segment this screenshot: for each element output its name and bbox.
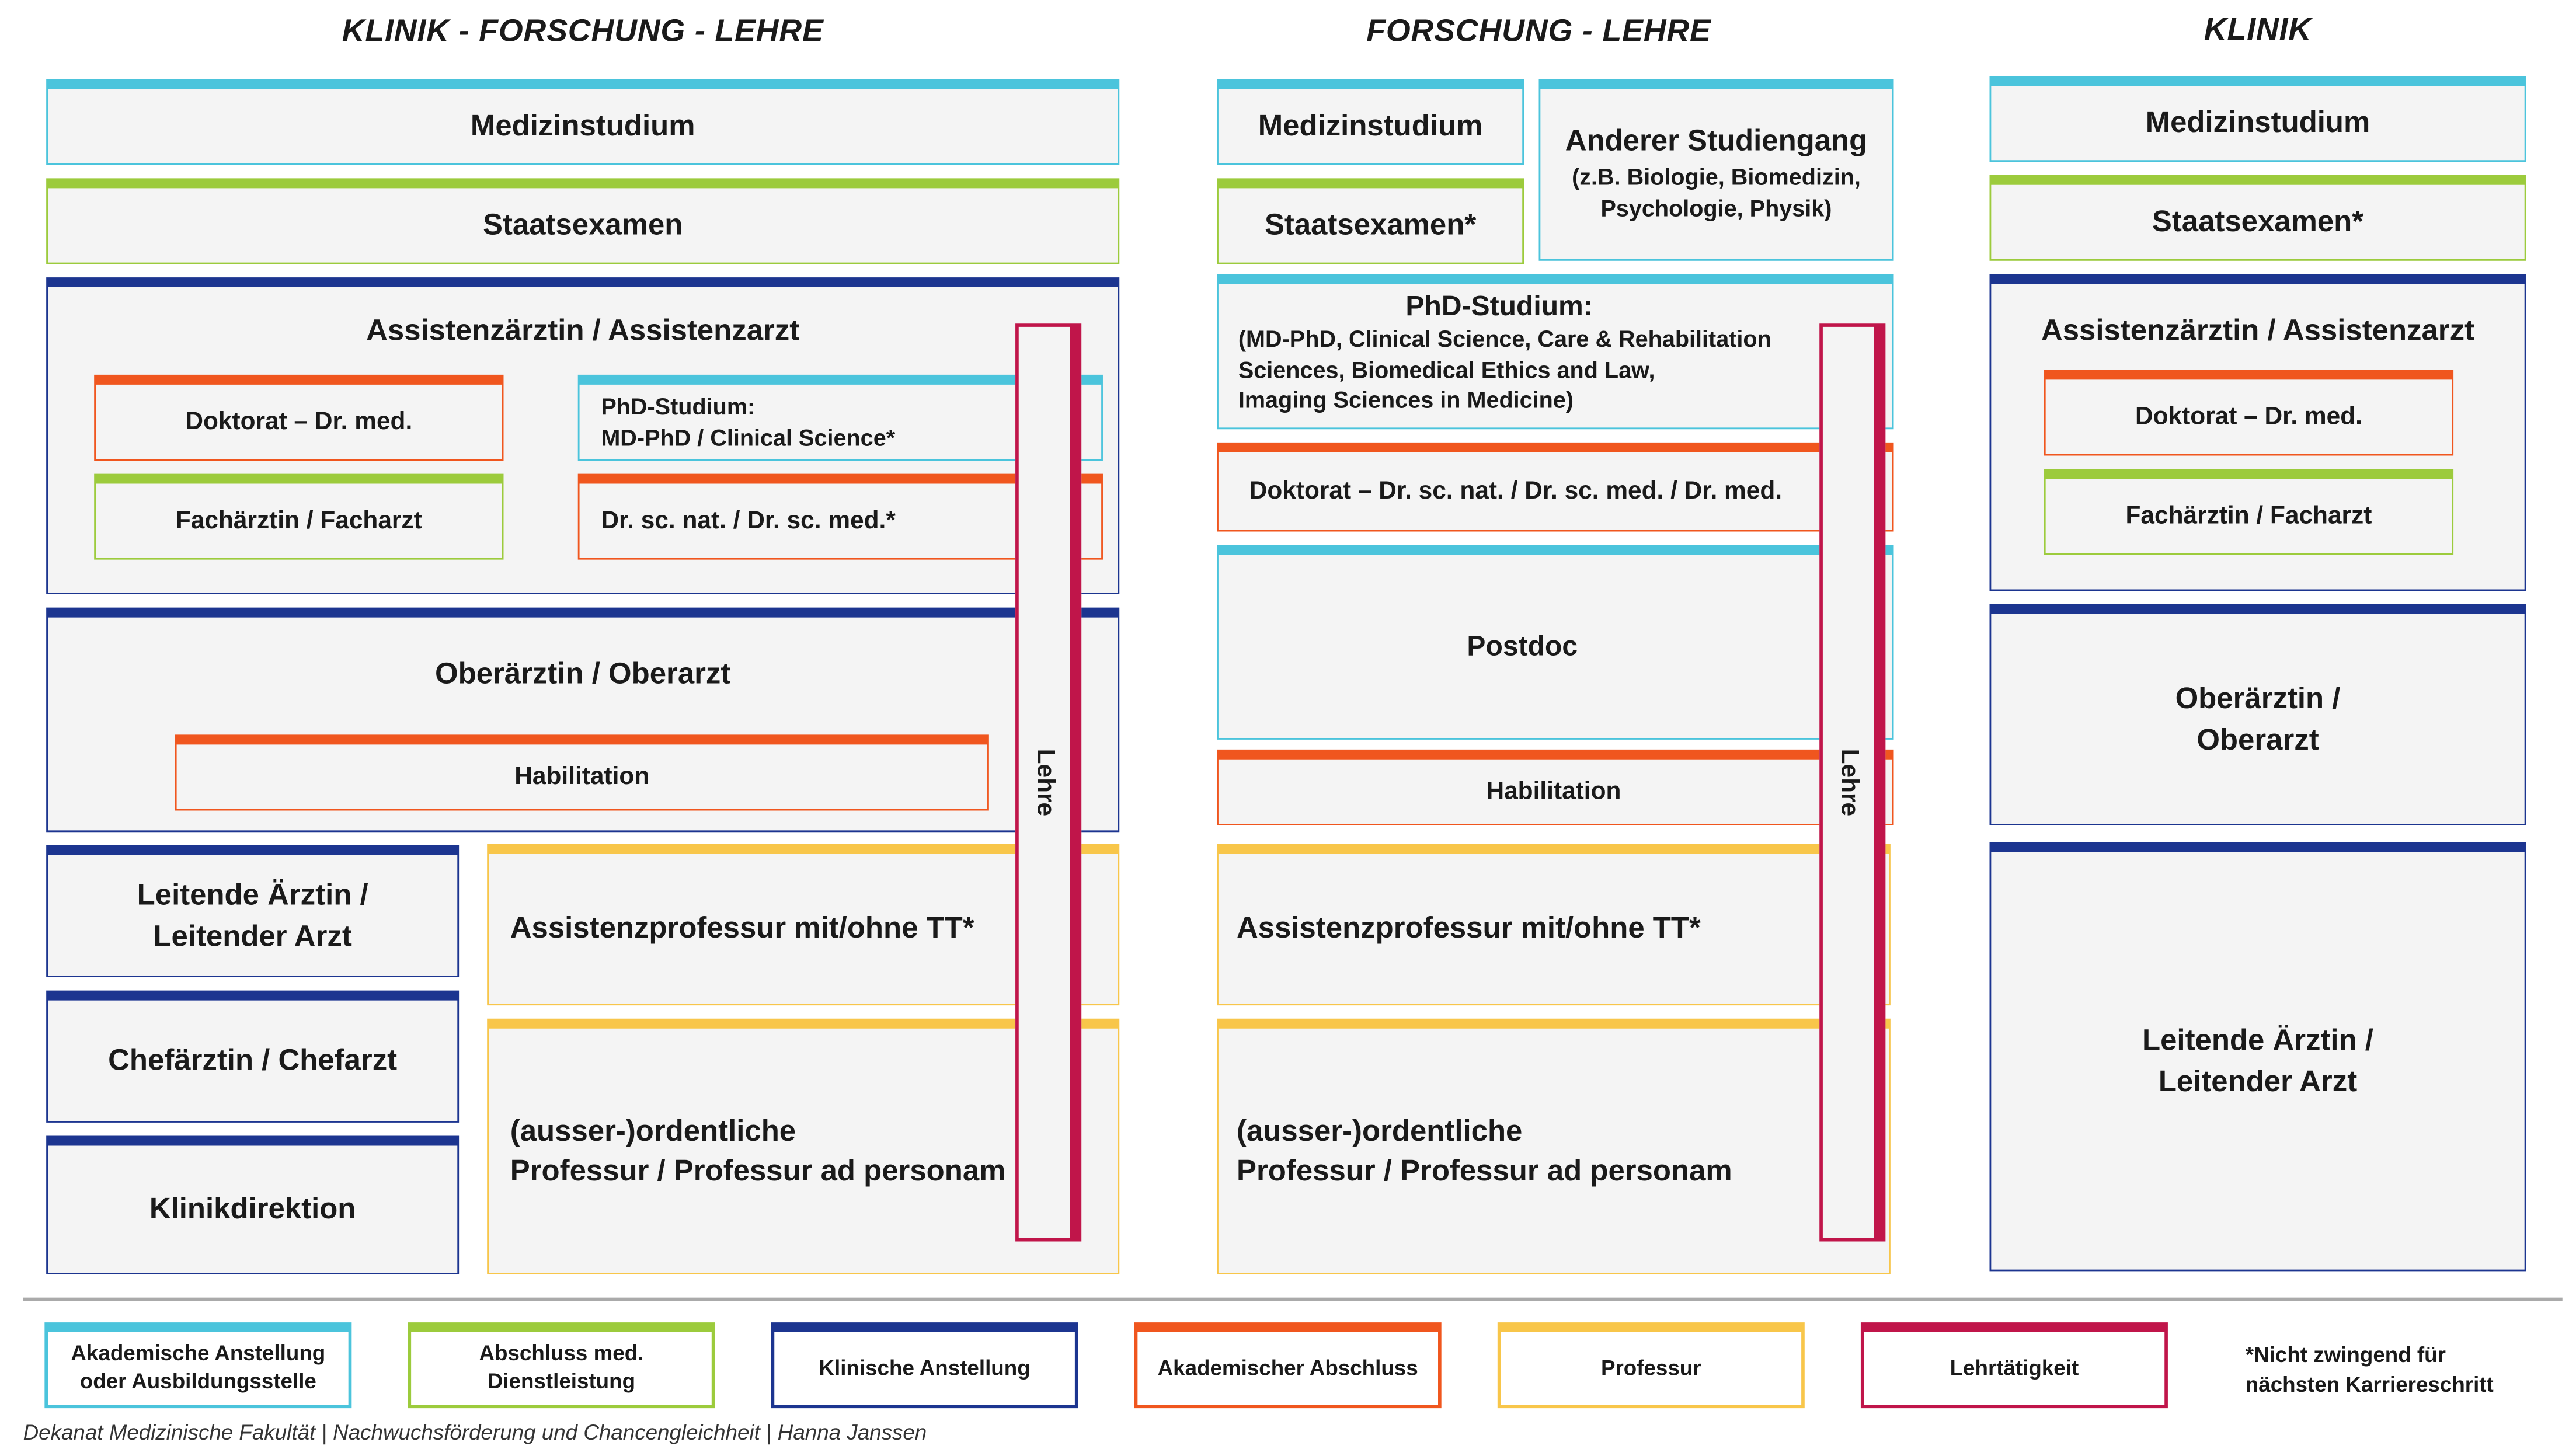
col3-assistenzarzt-label: Assistenzärztin / Assistenzarzt [2041,314,2475,347]
col2-doktorat: Doktorat – Dr. sc. nat. / Dr. sc. med. /… [1217,442,1894,532]
col2-phd-programs: (MD-PhD, Clinical Science, Care & Rehabi… [1238,325,1771,413]
col1-assistenzprofessur: Assistenzprofessur mit/ohne TT* [487,844,1120,1006]
col2-phd-studium-label: PhD-Studium: [1405,290,1593,322]
column-title-forschung-lehre: FORSCHUNG - LEHRE [1366,15,1711,50]
col2-lehre-label: Lehre [1834,748,1863,817]
col3-facharzt: Fachärztin / Facharzt [2044,469,2454,555]
col3-staatsexamen: Staatsexamen* [1989,175,2526,261]
col2-assistenzprofessur: Assistenzprofessur mit/ohne TT* [1217,844,1891,1006]
col1-assistenzarzt-label: Assistenzärztin / Assistenzarzt [366,314,800,347]
col1-doktorat: Doktorat – Dr. med. [94,374,504,461]
col2-anderer-studiengang: Anderer Studiengang (z.B. Biologie, Biom… [1538,79,1894,261]
col3-leitender-arzt: Leitende Ärztin / Leitender Arzt [1989,842,2526,1272]
col1-medizinstudium: Medizinstudium [46,79,1120,165]
col3-oberarzt: Oberärztin / Oberarzt [1989,604,2526,825]
legend-akademischer-abschluss: Akademischer Abschluss [1134,1322,1442,1409]
legend-professur: Professur [1497,1322,1805,1409]
column-title-klinik-forschung-lehre: KLINIK - FORSCHUNG - LEHRE [342,15,824,50]
legend-klinische-anstellung: Klinische Anstellung [771,1322,1078,1409]
col2-professur: (ausser-)ordentliche Professur / Profess… [1217,1018,1891,1275]
col1-klinikdirektion: Klinikdirektion [46,1135,460,1275]
col1-oberarzt-label: Oberärztin / Oberarzt [435,657,731,691]
col2-medizinstudium: Medizinstudium [1217,79,1524,165]
legend-divider [23,1297,2563,1301]
col2-anderer-studiengang-label: Anderer Studiengang [1565,124,1868,157]
col1-staatsexamen: Staatsexamen [46,178,1120,264]
col3-doktorat: Doktorat – Dr. med. [2044,370,2454,456]
legend-abschluss-med: Abschluss med. Dienstleistung [408,1322,715,1409]
col1-facharzt: Fachärztin / Facharzt [94,473,504,560]
col2-lehre-bar: Lehre [1819,323,1886,1242]
col1-habilitation: Habilitation [175,734,989,811]
col1-chefarzt: Chefärztin / Chefarzt [46,990,460,1123]
legend-akademische-anstellung: Akademische Anstellung oder Ausbildungss… [44,1322,352,1409]
col1-professur: (ausser-)ordentliche Professur / Profess… [487,1018,1120,1275]
column-title-klinik: KLINIK [2204,13,2312,48]
col2-staatsexamen: Staatsexamen* [1217,178,1524,264]
col2-phd-studium: PhD-Studium: (MD-PhD, Clinical Science, … [1217,274,1894,430]
col2-postdoc: Postdoc [1217,545,1894,740]
footnote-nicht-zwingend: *Nicht zwingend für nächsten Karrieresch… [2245,1342,2494,1396]
col2-anderer-studiengang-examples: (z.B. Biologie, Biomedizin, Psychologie,… [1572,163,1861,221]
col3-medizinstudium: Medizinstudium [1989,76,2526,162]
col2-habilitation: Habilitation [1217,749,1894,825]
legend-lehrtaetigkeit: Lehrtätigkeit [1860,1322,2168,1409]
footer-credit: Dekanat Medizinische Fakultät | Nachwuch… [23,1419,927,1445]
col1-lehre-bar: Lehre [1015,323,1082,1242]
col1-leitender-arzt: Leitende Ärztin / Leitender Arzt [46,845,460,978]
col1-lehre-label: Lehre [1030,748,1059,817]
